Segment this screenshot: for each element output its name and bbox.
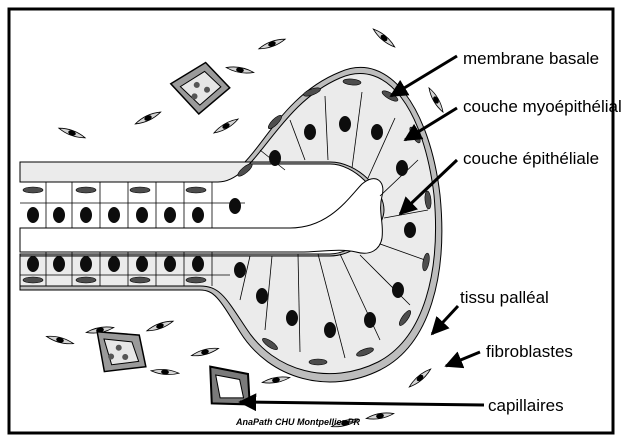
label-tissu-palleal: tissu palléal	[460, 288, 549, 307]
label-membrane-basale: membrane basale	[463, 49, 599, 68]
label-fibroblastes: fibroblastes	[486, 342, 573, 361]
label-couche-epitheliale: couche épithéliale	[463, 149, 599, 168]
credit-text: AnaPath CHU Montpellier PR	[235, 417, 361, 427]
label-capillaires: capillaires	[488, 396, 564, 415]
label-couche-myoepitheliale: couche myoépithéliale	[463, 97, 622, 116]
